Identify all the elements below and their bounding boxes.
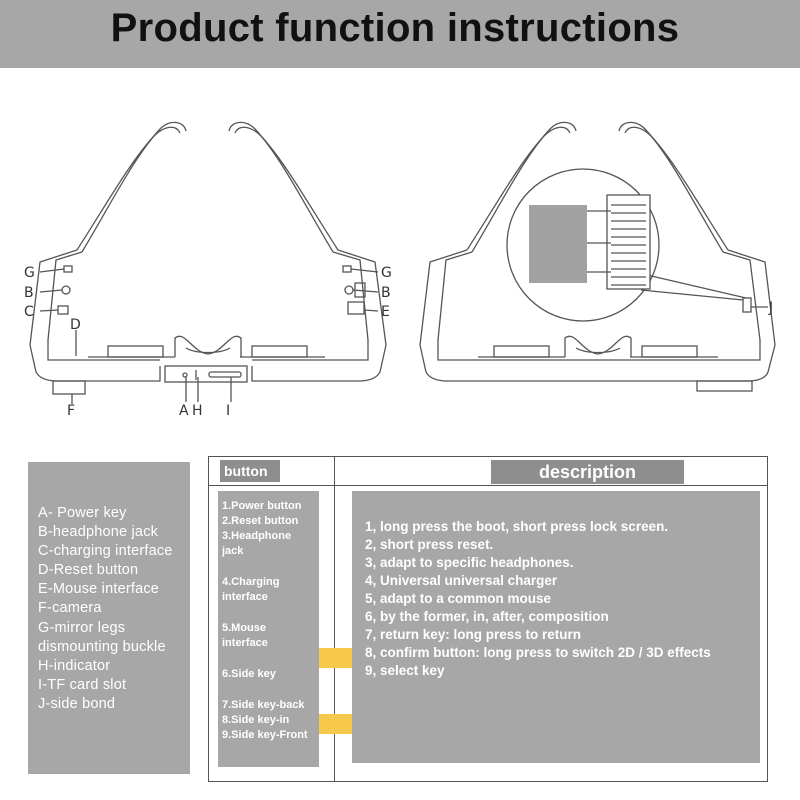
button-item: 5.Mouse [222, 622, 267, 634]
highlight-bar [319, 648, 352, 668]
label-j: J [768, 300, 773, 316]
label-b-right: B [381, 285, 391, 301]
legend-item: I-TF card slot [38, 676, 127, 693]
legend-item: C-charging interface [38, 543, 173, 560]
legend-item: G-mirror legs [38, 619, 126, 636]
description-column-header: description [491, 460, 684, 484]
button-list-panel [218, 491, 319, 767]
button-item: 9.Side key-Front [222, 729, 308, 741]
description-item: 5, adapt to a common mouse [365, 591, 552, 606]
glasses-diagram: G B C D F A H I G B E J [0, 68, 800, 440]
legend-item: B-headphone jack [38, 524, 159, 541]
table-column-divider [334, 456, 335, 782]
function-table [208, 456, 768, 782]
button-item: 8.Side key-in [222, 714, 290, 726]
legend-panel [28, 462, 190, 774]
description-item: 8, confirm button: long press to switch … [365, 645, 711, 660]
glasses-front-view [29, 121, 387, 395]
button-item: 2.Reset button [222, 515, 299, 527]
button-item: 6.Side key [222, 668, 276, 680]
title-banner: Product function instructions [0, 0, 800, 68]
description-list: 1, long press the boot, short press lock… [365, 518, 711, 680]
label-b-left: B [24, 285, 34, 301]
description-item: 4, Universal universal charger [365, 573, 558, 588]
description-item: 3, adapt to specific headphones. [365, 555, 574, 570]
page-title: Product function instructions [110, 6, 680, 50]
button-item: 3.Headphone [222, 530, 292, 542]
table-header-divider [208, 485, 768, 486]
description-item: 7, return key: long press to return [365, 627, 582, 642]
description-item: 6, by the former, in, after, composition [365, 609, 609, 624]
label-h: H [192, 403, 203, 419]
description-item: 2, short press reset. [365, 537, 494, 552]
description-item: 9, select key [365, 663, 445, 678]
button-item: interface [222, 591, 268, 603]
zoom-gray-block [529, 205, 587, 283]
description-panel [352, 491, 760, 763]
button-column-header: button [220, 460, 280, 482]
button-item: 4.Charging [222, 576, 280, 588]
description-item: 1, long press the boot, short press lock… [365, 519, 669, 534]
label-c-left: C [24, 304, 34, 320]
legend-item: A- Power key [38, 505, 127, 521]
label-d: D [70, 317, 81, 333]
legend-item: E-Mouse interface [38, 581, 160, 598]
label-a: A [179, 403, 189, 419]
legend-item: D-Reset button [38, 562, 139, 579]
button-item: 7.Side key-back [222, 699, 305, 711]
legend-list: A- Power key B-headphone jack C-charging… [38, 504, 173, 714]
button-item: jack [222, 545, 244, 557]
label-g-left: G [24, 265, 35, 281]
label-i: I [226, 403, 230, 419]
label-f: F [67, 403, 75, 419]
legend-item: H-indicator [38, 657, 111, 674]
button-item: 1.Power button [222, 500, 302, 512]
label-e: E [381, 304, 390, 320]
glasses-side-key-view [419, 121, 776, 392]
label-g-right: G [381, 265, 392, 281]
legend-item: dismounting buckle [38, 638, 166, 655]
button-item: interface [222, 637, 268, 649]
legend-item: J-side bond [38, 695, 116, 712]
highlight-bar [319, 714, 352, 734]
legend-item: F-camera [38, 600, 102, 617]
